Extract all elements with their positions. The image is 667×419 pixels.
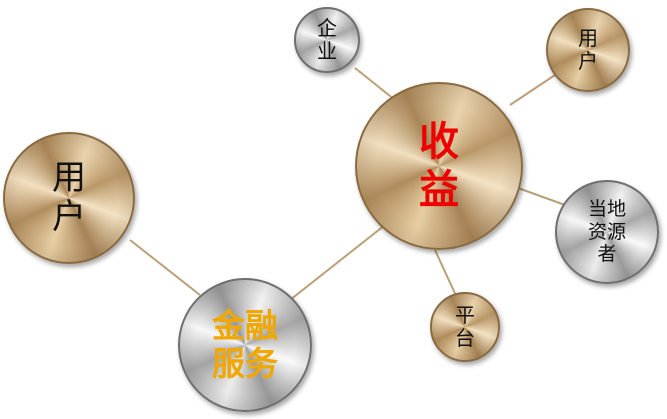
node-enterprise: 企 业 (294, 7, 360, 73)
user-right-label-line1: 用 (578, 26, 598, 50)
link-finance-revenue (289, 224, 386, 301)
resource-owner-label-line3: 者 (597, 243, 617, 266)
node-user-left: 用 户 (3, 132, 135, 264)
node-finance: 金融 服务 (178, 278, 312, 412)
enterprise-label-line2: 业 (317, 39, 337, 63)
platform-label-line2: 台 (455, 326, 475, 350)
user-right-label-line2: 户 (578, 49, 598, 73)
finance-label-line2: 服务 (212, 344, 278, 383)
resource-owner-label-line1: 当地 (587, 197, 626, 220)
node-platform: 平 台 (430, 292, 500, 362)
user-left-label-line1: 用 (52, 157, 86, 198)
user-left-label-line2: 户 (52, 197, 86, 237)
node-user-right: 用 户 (546, 8, 630, 92)
link-revenue-platform (434, 249, 459, 301)
platform-label-line1: 平 (455, 303, 475, 327)
enterprise-label-line1: 企 (317, 16, 337, 40)
revenue-label: 收益 (419, 119, 459, 213)
link-revenue-enterprise (354, 67, 396, 101)
link-revenue-user-right (509, 74, 556, 106)
node-revenue: 收益 (355, 82, 523, 250)
resource-owner-label-line2: 资源 (587, 220, 626, 243)
node-resource-owner: 当地 资源 者 (555, 180, 659, 284)
link-finance-user-left (129, 239, 201, 296)
link-revenue-resource-owner (517, 187, 566, 206)
finance-label-line1: 金融 (212, 306, 278, 346)
